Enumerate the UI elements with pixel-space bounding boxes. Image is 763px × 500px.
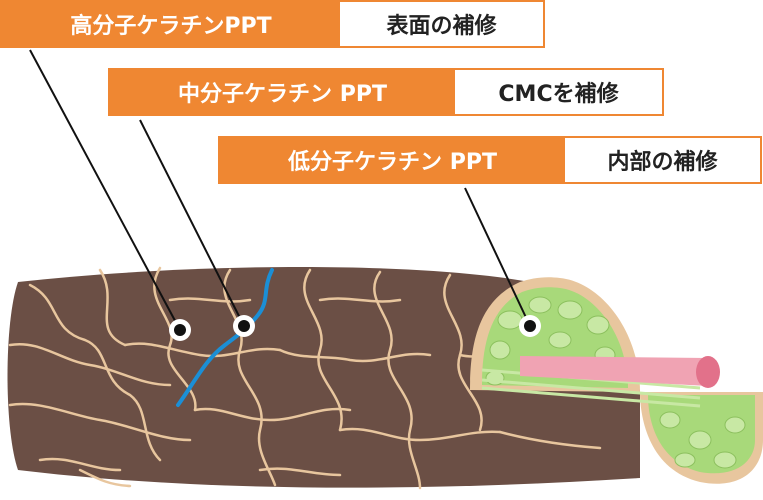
label-name: 高分子ケラチンPPT (2, 2, 340, 46)
cross-section (470, 277, 763, 484)
cuticle-lines (8, 266, 602, 490)
label-role: 表面の補修 (386, 14, 497, 39)
label-high-molecular: 高分子ケラチンPPT 表面の補修 (0, 0, 545, 48)
pointer-lines (29, 49, 531, 331)
label-low-molecular: 低分子ケラチン PPT 内部の補修 (218, 136, 762, 184)
label-role: CMCを補修 (498, 82, 619, 107)
label-mid-molecular: 中分子ケラチン PPT CMCを補修 (108, 68, 664, 116)
marker-dots (169, 315, 541, 341)
label-role: 内部の補修 (607, 150, 718, 175)
label-name: 中分子ケラチン PPT (110, 70, 455, 114)
label-name: 低分子ケラチン PPT (220, 138, 565, 182)
medulla (520, 356, 708, 386)
